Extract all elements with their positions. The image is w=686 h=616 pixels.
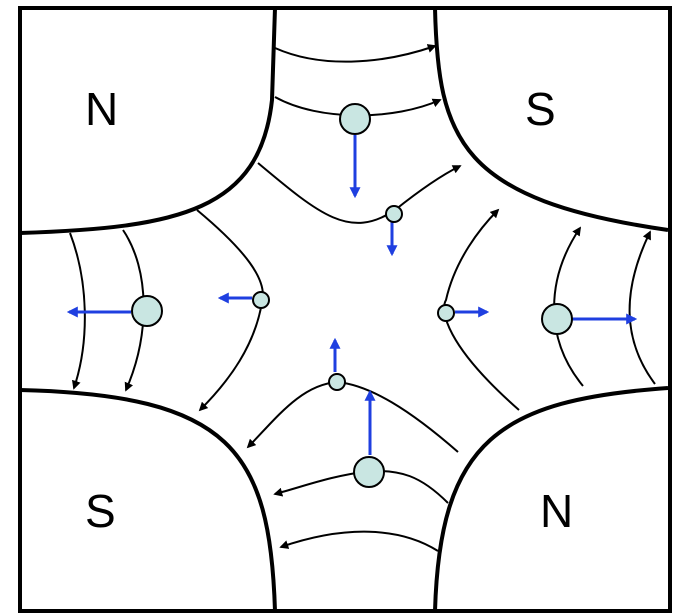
particle-bottom-small [328, 373, 346, 391]
field-line-top-3 [257, 162, 462, 224]
particle-left-large [131, 295, 163, 327]
pole-bottom-right-edge [433, 386, 669, 612]
pole-label-top-left: N [85, 83, 118, 135]
pole-label-bottom-right: N [540, 485, 573, 537]
pole-bottom-left-edge [19, 388, 277, 612]
pole-top-right-edge [433, 7, 669, 232]
particle-right-small [437, 304, 455, 322]
particle-right-large [541, 303, 573, 335]
pole-top-left-edge [19, 7, 277, 235]
particle-top-large [339, 103, 371, 135]
outer-frame [18, 6, 672, 613]
field-line-left-3 [196, 209, 264, 412]
pole-label-top-right: S [525, 83, 556, 135]
pole-label-bottom-left: S [85, 485, 116, 537]
field-line-top-1 [274, 44, 437, 63]
field-line-bottom-3 [279, 530, 439, 552]
field-line-left-1 [69, 232, 86, 390]
particle-left-small [252, 291, 270, 309]
particle-bottom-large [353, 456, 385, 488]
particle-top-small [385, 205, 403, 223]
field-line-bottom-1 [246, 380, 459, 453]
field-line-right-1 [443, 208, 520, 411]
field-line-right-3 [628, 230, 656, 385]
